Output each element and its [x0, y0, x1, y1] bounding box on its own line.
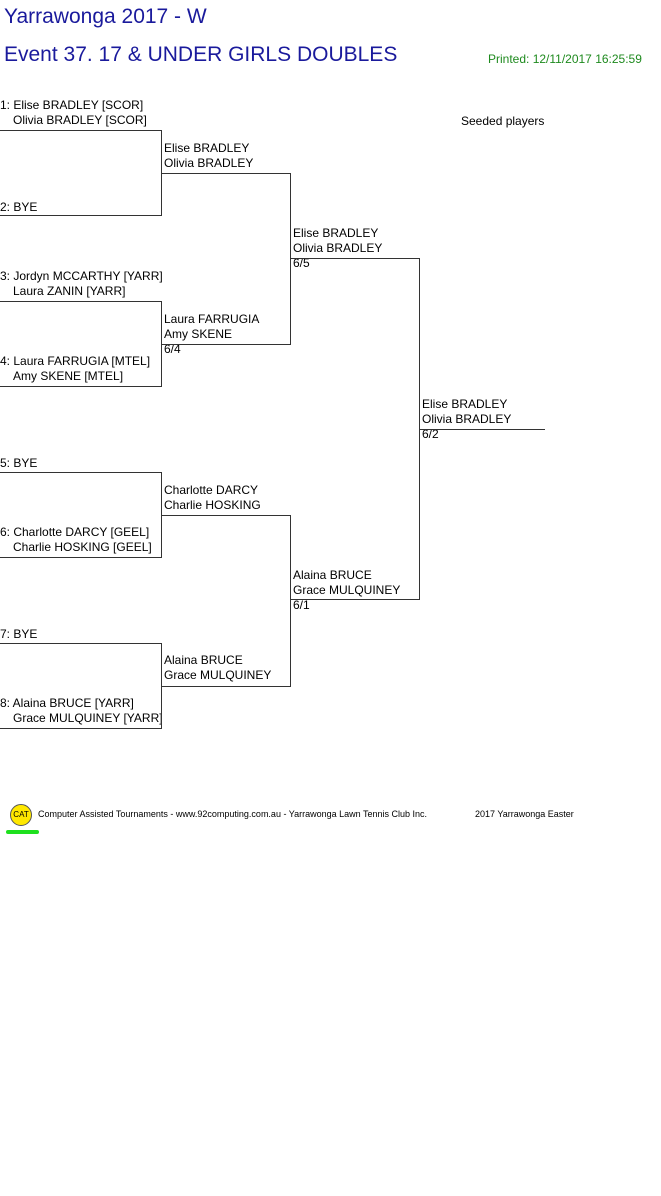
bracket-line: [0, 557, 162, 558]
round2-1-player-a: Elise BRADLEY: [164, 141, 250, 155]
footer-credit: Computer Assisted Tournaments - www.92co…: [38, 809, 428, 819]
entry-1-player-a: 1: Elise BRADLEY [SCOR]: [0, 98, 144, 112]
entry-3-player-a: 3: Jordyn MCCARTHY [YARR]: [0, 269, 163, 283]
draw-entry-8: 8: Alaina BRUCE [YARR] Grace MULQUINEY […: [0, 696, 163, 726]
draw-entry-1: 1: Elise BRADLEY [SCOR] Olivia BRADLEY […: [0, 98, 147, 128]
round2-match-3: Charlotte DARCY Charlie HOSKING: [164, 483, 261, 513]
round2-match-2: Laura FARRUGIA Amy SKENE 6/4: [164, 312, 259, 357]
entry-8-player-b: Grace MULQUINEY [YARR]: [13, 711, 163, 725]
final-player-a: Elise BRADLEY: [422, 397, 508, 411]
entry-8-player-a: 8: Alaina BRUCE [YARR]: [0, 696, 134, 710]
bracket-line: [162, 344, 291, 345]
bracket-connector: [161, 472, 162, 558]
draw-entry-4: 4: Laura FARRUGIA [MTEL] Amy SKENE [MTEL…: [0, 354, 150, 384]
draw-entry-7: 7: BYE: [0, 627, 37, 642]
round2-3-player-b: Charlie HOSKING: [164, 498, 261, 512]
final-player-b: Olivia BRADLEY: [422, 412, 512, 426]
event-title: Event 37. 17 & UNDER GIRLS DOUBLES: [4, 43, 398, 66]
entry-1-player-b: Olivia BRADLEY [SCOR]: [13, 113, 147, 127]
tournament-title: Yarrawonga 2017 - W: [4, 5, 207, 28]
round2-match-4: Alaina BRUCE Grace MULQUINEY: [164, 653, 271, 683]
semifinal-2-player-a: Alaina BRUCE: [293, 568, 372, 582]
entry-6-player-a: 6: Charlotte DARCY [GEEL]: [0, 525, 150, 539]
bracket-connector: [161, 643, 162, 729]
bracket-connector: [161, 130, 162, 216]
bracket-line: [0, 215, 162, 216]
round2-2-score: 6/4: [164, 342, 181, 356]
semifinal-match-1: Elise BRADLEY Olivia BRADLEY 6/5: [293, 226, 382, 271]
entry-4-player-b: Amy SKENE [MTEL]: [13, 369, 124, 383]
entry-2-player-a: 2: BYE: [0, 200, 38, 214]
logo-underline: [6, 830, 39, 834]
final-score: 6/2: [422, 427, 439, 441]
bracket-line: [0, 643, 162, 644]
semifinal-2-score: 6/1: [293, 598, 310, 612]
draw-entry-6: 6: Charlotte DARCY [GEEL] Charlie HOSKIN…: [0, 525, 152, 555]
draw-entry-5: 5: BYE: [0, 456, 37, 471]
round2-2-player-b: Amy SKENE: [164, 327, 233, 341]
draw-entry-2: 2: BYE: [0, 200, 37, 215]
bracket-connector: [161, 301, 162, 387]
bracket-line: [0, 386, 162, 387]
bracket-line: [291, 258, 420, 259]
entry-3-player-b: Laura ZANIN [YARR]: [13, 284, 126, 298]
round2-4-player-b: Grace MULQUINEY: [164, 668, 272, 682]
entry-7-player-a: 7: BYE: [0, 627, 38, 641]
semifinal-1-player-b: Olivia BRADLEY: [293, 241, 383, 255]
bracket-line: [420, 429, 545, 430]
printed-timestamp: Printed: 12/11/2017 16:25:59: [488, 52, 642, 66]
round2-1-player-b: Olivia BRADLEY: [164, 156, 254, 170]
seeded-players-label: Seeded players: [461, 114, 545, 128]
semifinal-1-player-a: Elise BRADLEY: [293, 226, 379, 240]
footer-event-name: 2017 Yarrawonga Easter: [475, 809, 574, 819]
entry-5-player-a: 5: BYE: [0, 456, 38, 470]
semifinal-2-player-b: Grace MULQUINEY: [293, 583, 401, 597]
bracket-line: [162, 173, 291, 174]
bracket-line: [0, 728, 162, 729]
bracket-line: [162, 686, 291, 687]
bracket-line: [0, 301, 162, 302]
final-winner: Elise BRADLEY Olivia BRADLEY 6/2: [422, 397, 511, 442]
entry-6-player-b: Charlie HOSKING [GEEL]: [13, 540, 152, 554]
round2-4-player-a: Alaina BRUCE: [164, 653, 243, 667]
round2-3-player-a: Charlotte DARCY: [164, 483, 259, 497]
bracket-connector: [290, 173, 291, 345]
bracket-line: [0, 130, 162, 131]
round2-match-1: Elise BRADLEY Olivia BRADLEY: [164, 141, 253, 171]
bracket-line: [162, 515, 291, 516]
round2-2-player-a: Laura FARRUGIA: [164, 312, 260, 326]
draw-entry-3: 3: Jordyn MCCARTHY [YARR] Laura ZANIN [Y…: [0, 269, 163, 299]
bracket-line: [0, 472, 162, 473]
entry-4-player-a: 4: Laura FARRUGIA [MTEL]: [0, 354, 151, 368]
semifinal-1-score: 6/5: [293, 256, 310, 270]
bracket-line: [291, 599, 420, 600]
bracket-connector: [290, 515, 291, 687]
bracket-connector: [419, 258, 420, 600]
cat-logo-icon: CAT: [10, 804, 32, 826]
semifinal-match-2: Alaina BRUCE Grace MULQUINEY 6/1: [293, 568, 400, 613]
